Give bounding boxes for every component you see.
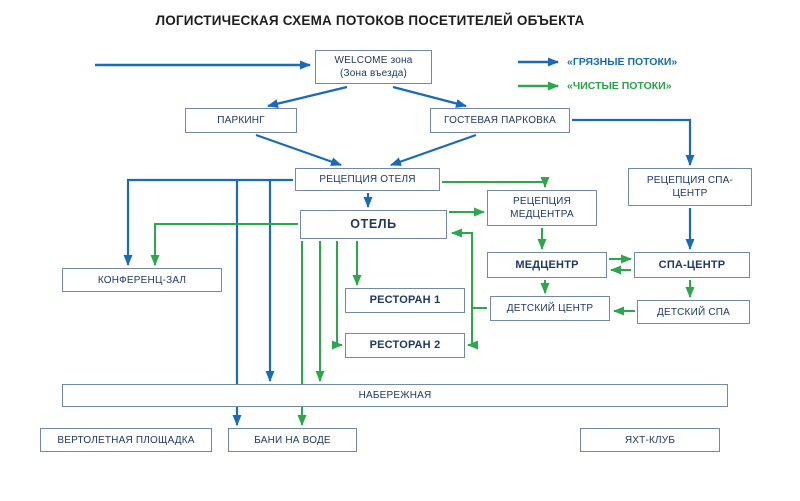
node-welcome-zone: WELCOME зона (Зона въезда) <box>315 50 432 84</box>
node-med-reception-line1: РЕЦЕПЦИЯ <box>512 196 571 207</box>
node-med-reception-line2: МЕДЦЕНТРА <box>510 209 574 220</box>
node-hotel: ОТЕЛЬ <box>300 210 447 239</box>
node-spa-center: СПА-ЦЕНТР <box>634 252 750 278</box>
edge-hotel-reception-to-med-reception <box>442 177 550 188</box>
edge-parking-to-hotel-reception <box>255 133 342 167</box>
node-guest-parking: ГОСТЕВАЯ ПАРКОВКА <box>430 108 570 133</box>
edge-kids-center-to-restaurant-2 <box>467 308 478 350</box>
node-hotel-reception: РЕЦЕПЦИЯ ОТЕЛЯ <box>295 168 440 191</box>
node-water-baths: БАНИ НА ВОДЕ <box>228 428 357 452</box>
node-med-center-label: МЕДЦЕНТР <box>515 258 579 271</box>
node-guest-parking-label: ГОСТЕВАЯ ПАРКОВКА <box>444 115 556 126</box>
node-spa-center-label: СПА-ЦЕНТР <box>658 258 726 271</box>
node-water-baths-label: БАНИ НА ВОДЕ <box>254 434 331 446</box>
node-conference-hall-label: КОНФЕРЕНЦ-ЗАЛ <box>97 274 187 286</box>
legend-dirty-label: «ГРЯЗНЫЕ ПОТОКИ» <box>567 56 678 68</box>
node-spa-reception-line1: РЕЦЕПЦИЯ СПА- <box>646 175 734 186</box>
node-restaurant-1-label: РЕСТОРАН 1 <box>369 294 441 307</box>
node-conference-hall: КОНФЕРЕНЦ-ЗАЛ <box>62 268 222 292</box>
node-welcome-zone-line1: WELCOME зона <box>334 55 413 66</box>
node-yacht-club: ЯХТ-КЛУБ <box>580 428 720 452</box>
node-yacht-club-label: ЯХТ-КЛУБ <box>624 434 676 446</box>
node-restaurant-1: РЕСТОРАН 1 <box>345 288 465 313</box>
node-hotel-reception-label: РЕЦЕПЦИЯ ОТЕЛЯ <box>319 174 416 185</box>
node-restaurant-2: РЕСТОРАН 2 <box>345 333 465 358</box>
page-title: ЛОГИСТИЧЕСКАЯ СХЕМА ПОТОКОВ ПОСЕТИТЕЛЕЙ … <box>155 13 585 28</box>
edge-kids-center-to-hotel <box>451 228 487 309</box>
node-med-center: МЕДЦЕНТР <box>487 252 607 278</box>
node-kids-center-label: ДЕТСКИЙ ЦЕНТР <box>506 303 594 314</box>
node-embankment: НАБЕРЕЖНАЯ <box>62 384 728 407</box>
node-kids-center: ДЕТСКИЙ ЦЕНТР <box>490 296 610 321</box>
node-parking: ПАРКИНГ <box>185 108 297 133</box>
node-med-reception: РЕЦЕПЦИЯ МЕДЦЕНТРА <box>487 190 597 226</box>
node-restaurant-2-label: РЕСТОРАН 2 <box>369 339 441 352</box>
edge-hotel-reception-to-conference-hall <box>123 178 293 266</box>
edge-hotel-to-conference-hall <box>150 223 298 266</box>
node-spa-reception: РЕЦЕПЦИЯ СПА- ЦЕНТР <box>628 168 752 206</box>
node-parking-label: ПАРКИНГ <box>217 115 265 126</box>
node-helipad: ВЕРТОЛЕТНАЯ ПЛОЩАДКА <box>40 428 212 452</box>
node-helipad-label: ВЕРТОЛЕТНАЯ ПЛОЩАДКА <box>57 434 195 446</box>
legend-clean-label: «ЧИСТЫЕ ПОТОКИ» <box>567 80 672 92</box>
node-spa-reception-line2: ЦЕНТР <box>672 188 708 199</box>
edge-guest-parking-to-hotel-reception <box>390 133 477 167</box>
node-hotel-label: ОТЕЛЬ <box>350 217 397 232</box>
edge-welcome-to-parking <box>267 85 348 109</box>
node-kids-spa: ДЕТСКИЙ СПА <box>637 300 750 324</box>
node-kids-spa-label: ДЕТСКИЙ СПА <box>656 306 731 318</box>
edge-welcome-to-guest-parking <box>392 85 467 108</box>
edge-hotel-to-restaurant-2 <box>332 241 343 350</box>
node-welcome-zone-line2: (Зона въезда) <box>339 68 408 79</box>
node-embankment-label: НАБЕРЕЖНАЯ <box>358 390 432 401</box>
edge-guest-parking-to-spa-reception <box>572 118 695 166</box>
